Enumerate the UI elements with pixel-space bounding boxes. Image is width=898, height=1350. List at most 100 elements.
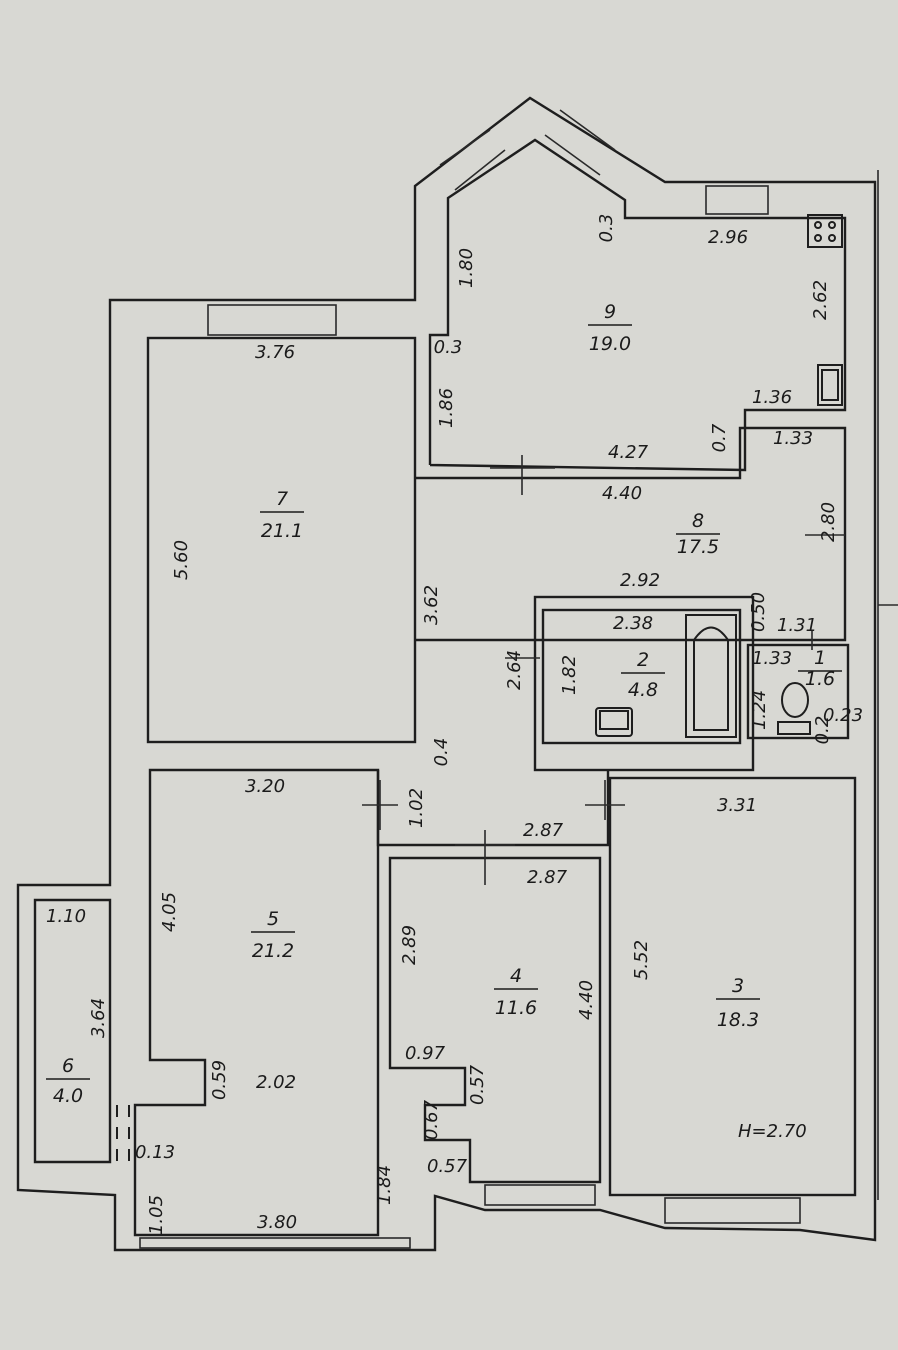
dimension-label: 0.13 xyxy=(135,1142,175,1163)
dimension-label: 3.64 xyxy=(88,998,109,1038)
dimension-label: 1.31 xyxy=(777,615,817,636)
room-6-wall xyxy=(33,898,112,1164)
dimension-label: 0.4 xyxy=(431,738,452,767)
room-area: 21.1 xyxy=(261,520,303,542)
room-label-5: 521.2 xyxy=(251,908,295,962)
room-area: 11.6 xyxy=(495,997,537,1019)
dimension-label: 5.52 xyxy=(631,940,652,980)
room-2-wall xyxy=(541,608,742,745)
dimension-label: 1.36 xyxy=(752,387,792,408)
door-marks xyxy=(362,455,845,885)
dimension-label: 0.67 xyxy=(421,1099,442,1140)
dimension-label: 2.64 xyxy=(504,650,525,690)
dimension-label: 0.57 xyxy=(467,1064,488,1105)
room-label-9: 919.0 xyxy=(588,301,632,355)
dimension-label: 1.80 xyxy=(456,248,477,288)
window xyxy=(705,185,769,215)
room-area: 19.0 xyxy=(589,333,631,355)
dimension-label: 0.7 xyxy=(709,423,730,452)
bathtub-icon xyxy=(685,614,737,738)
walls xyxy=(16,96,898,1252)
window xyxy=(139,1237,411,1249)
dimension-label: 4.27 xyxy=(608,442,649,463)
adjacent-wall xyxy=(877,170,898,1200)
toilet-icon xyxy=(777,682,811,735)
room-label-8: 817.5 xyxy=(676,510,720,558)
room-number: 5 xyxy=(267,908,279,930)
dimension-label: 1.86 xyxy=(436,388,457,428)
dimension-label: 3.62 xyxy=(421,585,442,625)
room-label-7: 721.1 xyxy=(260,488,304,542)
room-number: 7 xyxy=(276,488,288,510)
room-number: 4 xyxy=(510,965,522,987)
room-number: 9 xyxy=(604,301,616,323)
dimension-label: 0.2 xyxy=(812,716,833,745)
room-label-6: 64.0 xyxy=(46,1055,90,1107)
room-1-wall xyxy=(746,643,850,740)
dimension-label: 2.96 xyxy=(708,227,748,248)
dimension-label: 0.57 xyxy=(427,1156,468,1177)
room-3-wall xyxy=(608,776,857,1197)
room-area: 4.8 xyxy=(628,679,658,701)
room-2-outer-wall xyxy=(533,595,755,772)
window xyxy=(439,109,616,191)
dimension-label: 1.82 xyxy=(559,655,580,695)
dimension-label: 3.80 xyxy=(257,1212,297,1233)
dimension-label: 3.76 xyxy=(255,342,295,363)
dimension-label: 1.33 xyxy=(773,428,813,449)
dimension-label: 4.40 xyxy=(576,980,597,1020)
dimension-label: 0.97 xyxy=(405,1043,446,1064)
dimension-label: 1.33 xyxy=(752,648,792,669)
dimension-label: 2.80 xyxy=(818,502,839,542)
dimension-label: 0.3 xyxy=(596,214,617,243)
window xyxy=(484,1184,596,1206)
dimension-label: 2.62 xyxy=(810,280,831,320)
dimension-label: 1.10 xyxy=(46,906,86,927)
room-area: 1.6 xyxy=(805,668,835,690)
dimension-label: 2.87 xyxy=(527,867,568,888)
outer-wall xyxy=(16,96,877,1252)
dimension-label: 0.50 xyxy=(748,592,769,632)
room-9-wall xyxy=(428,138,847,472)
ceiling-height-label: H=2.70 xyxy=(738,1121,807,1142)
dimension-label: 1.84 xyxy=(374,1165,395,1205)
dimension-label: 4.05 xyxy=(159,892,180,932)
fixtures xyxy=(595,214,843,738)
dimension-label: 2.02 xyxy=(256,1072,296,1093)
room-label-3: 318.3 xyxy=(716,975,760,1031)
dimension-label: 2.38 xyxy=(613,613,653,634)
dimension-label: 2.87 xyxy=(523,820,564,841)
room-number: 2 xyxy=(637,649,649,671)
dimension-label: 2.92 xyxy=(620,570,660,591)
room-area: 17.5 xyxy=(677,536,719,558)
room-area: 4.0 xyxy=(53,1085,83,1107)
stove-icon xyxy=(807,214,843,248)
dimension-label: 3.20 xyxy=(245,776,285,797)
room-5-wall xyxy=(133,768,380,1237)
room-number: 1 xyxy=(814,647,826,669)
dimension-label: 5.60 xyxy=(171,540,192,580)
dimension-label: 3.31 xyxy=(717,795,757,816)
window xyxy=(664,1197,801,1224)
washbasin-icon xyxy=(595,707,633,737)
room-area: 21.2 xyxy=(252,940,294,962)
room-number: 8 xyxy=(692,510,704,532)
dimension-label: 0.23 xyxy=(823,705,863,726)
dimension-label: 4.40 xyxy=(602,483,642,504)
room-label-2: 24.8 xyxy=(621,649,665,701)
room-4-wall xyxy=(388,856,602,1184)
room-number: 6 xyxy=(62,1055,74,1077)
room-label-1: 11.6 xyxy=(798,647,842,690)
dimension-label: 2.89 xyxy=(399,925,420,965)
room-label-4: 411.6 xyxy=(494,965,538,1019)
window xyxy=(207,304,337,336)
kitchen-sink-icon xyxy=(817,364,843,406)
dimension-label: 1.24 xyxy=(749,690,770,730)
room-8-wall xyxy=(415,426,847,642)
dimension-label: 1.05 xyxy=(146,1195,167,1235)
room-area: 18.3 xyxy=(717,1009,759,1031)
dimension-label: 1.02 xyxy=(406,788,427,828)
